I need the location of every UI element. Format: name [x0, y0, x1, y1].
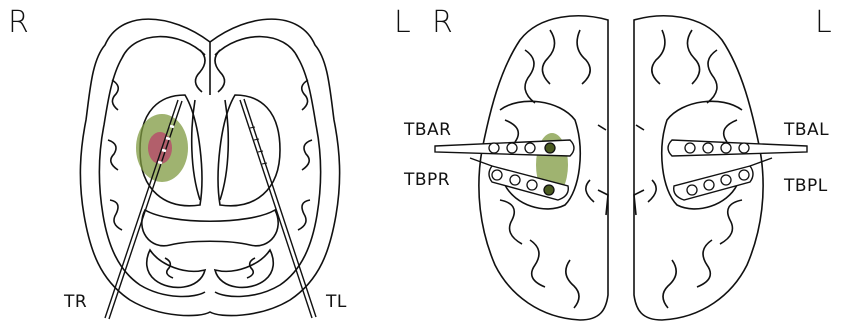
electrode-label-tl: TL [326, 294, 347, 311]
ventral-brain-view [479, 16, 763, 320]
strip-tbar [435, 140, 574, 156]
ventral-orientation-label-left: L [815, 8, 832, 38]
strip-label-tbpl: TBPL [784, 178, 828, 195]
orientation-label-left: L [394, 8, 411, 38]
strip-label-tbpr: TBPR [404, 172, 450, 189]
strip-label-tbar: TBAR [404, 122, 452, 139]
lesion-marker [148, 132, 172, 164]
electrode-label-tr: TR [64, 294, 87, 311]
strip-tbal [668, 140, 807, 156]
strip-tbpl [674, 158, 772, 200]
strip-label-tbal: TBAL [784, 122, 829, 139]
orientation-label-right: R [8, 8, 29, 38]
ventral-orientation-label-right: R [432, 8, 453, 38]
